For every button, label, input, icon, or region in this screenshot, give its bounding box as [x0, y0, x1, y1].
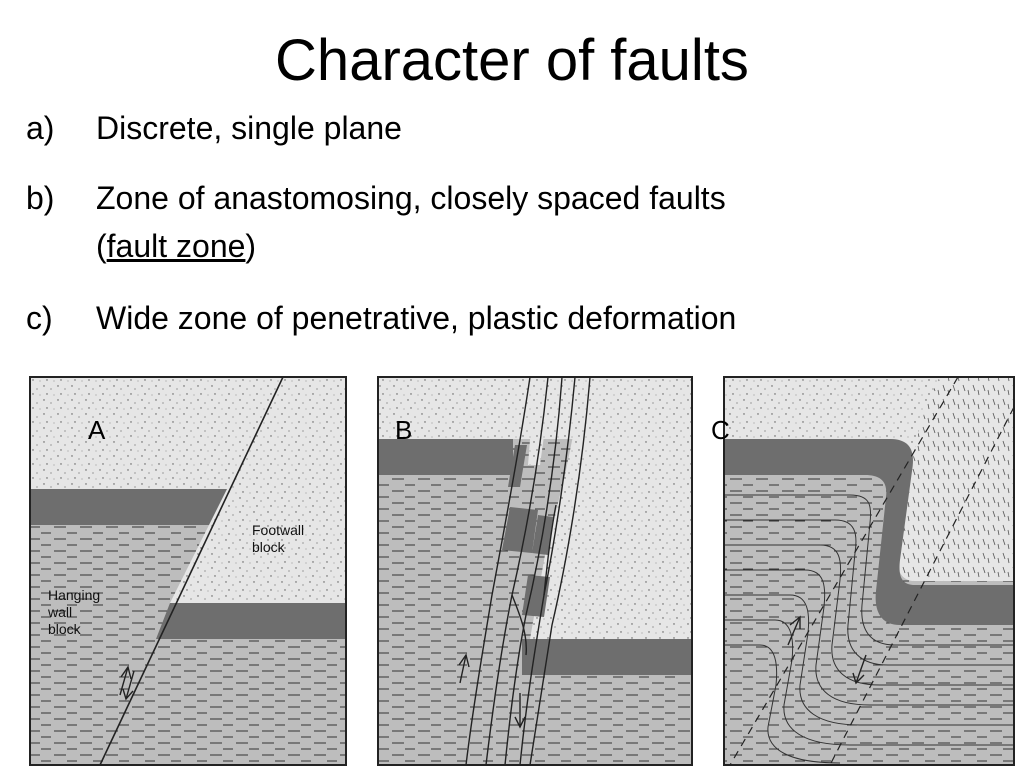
footwall-label-line1: Footwall	[252, 522, 304, 538]
anastomosing-faults	[465, 377, 591, 765]
fault-diagram-figure: A Footwall block Hanging wall block	[29, 376, 1015, 766]
panel-b: B	[377, 376, 693, 766]
footwall-sandstone	[530, 377, 692, 639]
panel-c: C	[711, 376, 1015, 766]
panel-label-b: B	[395, 415, 412, 445]
hanging-wall-label-line2: wall	[47, 604, 72, 620]
hanging-wall-label-line1: Hanging	[48, 587, 100, 603]
shear-zone-boundaries	[729, 377, 1014, 765]
lens-dark-1	[508, 445, 527, 487]
hanging-wall-dark-layer	[378, 439, 513, 475]
fault-plane	[99, 377, 284, 765]
panel-label-c: C	[711, 415, 730, 445]
fault-zone-term: fault zone	[106, 228, 246, 264]
list-item-text-continued: (fault zone)	[96, 224, 256, 268]
footwall-dark-layer	[156, 603, 346, 639]
list-marker: a)	[26, 110, 55, 146]
panel-c-frame	[723, 376, 1015, 766]
paren-open: (	[96, 228, 107, 264]
slip-arrows	[787, 615, 867, 685]
list-marker: b)	[26, 180, 55, 216]
hanging-wall-label-line3: block	[48, 621, 82, 637]
deformed-dark-layer	[724, 439, 1014, 625]
list-item-text: Discrete, single plane	[96, 110, 402, 146]
lens-dark-4	[522, 575, 550, 617]
panel-a: A Footwall block Hanging wall block	[29, 376, 347, 766]
list-marker: c)	[26, 300, 53, 336]
panel-label-a: A	[88, 415, 106, 445]
footwall-dark-layer	[522, 639, 692, 675]
flexed-laminations	[724, 494, 1014, 764]
panel-a-frame	[29, 376, 347, 766]
panel-b-frame	[377, 376, 693, 766]
list-item-text: Wide zone of penetrative, plastic deform…	[96, 300, 737, 336]
list-item-text: Zone of anastomosing, closely spaced fau…	[96, 180, 726, 216]
paren-close: )	[245, 228, 257, 264]
slip-arrows	[458, 653, 526, 729]
slip-arrows	[119, 665, 135, 701]
footwall-sandstone	[170, 377, 346, 603]
lens-dark-2	[502, 507, 538, 553]
slide-title: Character of faults	[275, 28, 749, 93]
footwall-label-line2: block	[252, 539, 286, 555]
